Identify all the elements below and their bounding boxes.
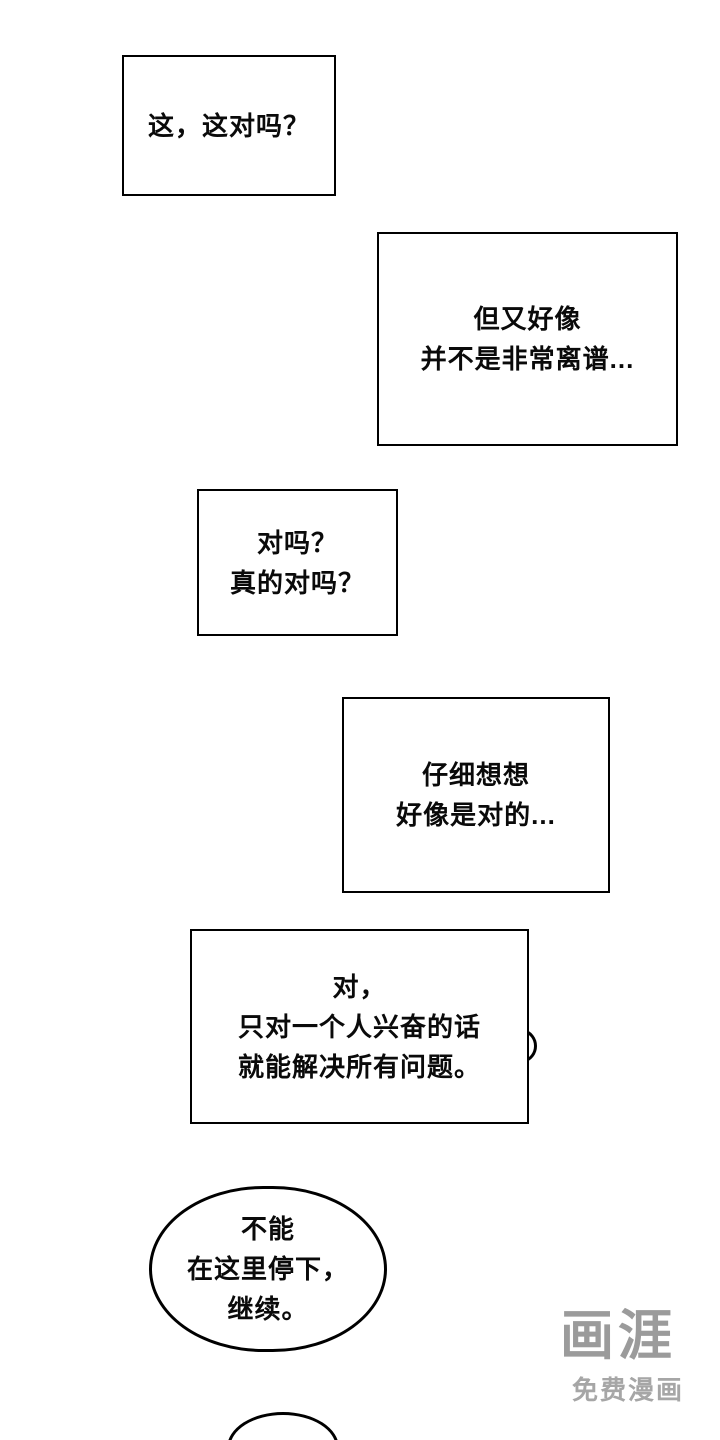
speech-text: 好像是对的... xyxy=(396,800,556,830)
speech-text: 这，这对吗？ xyxy=(147,110,310,141)
speech-text: 不能 xyxy=(240,1214,295,1244)
speech-text: 仔细想想 xyxy=(421,760,530,790)
speech-text: 对吗？ xyxy=(256,527,338,558)
thought-bubble: 不能 在这里停下， 继续。 xyxy=(149,1186,387,1352)
speech-box-3: 对吗？ 真的对吗？ xyxy=(197,489,398,636)
speech-box-4: 仔细想想 好像是对的... xyxy=(342,697,610,893)
speech-text: 真的对吗？ xyxy=(229,567,365,598)
watermark-logo: 画涯 xyxy=(560,1304,676,1367)
speech-text: 在这里停下， xyxy=(186,1254,349,1284)
speech-text: 对， xyxy=(332,971,387,1002)
speech-text: 只对一个人兴奋的话 xyxy=(237,1011,481,1042)
speech-box-1: 这，这对吗？ xyxy=(122,55,336,196)
speech-box-5: 对， 只对一个人兴奋的话 就能解决所有问题。 xyxy=(190,929,529,1124)
partial-bubble-bottom xyxy=(227,1412,339,1440)
speech-text: 就能解决所有问题。 xyxy=(237,1051,481,1082)
watermark-subtitle: 免费漫画 xyxy=(572,1375,685,1405)
speech-text: 并不是非常离谱... xyxy=(420,344,635,374)
watermark: 画涯 免费漫画 xyxy=(560,1306,684,1407)
speech-text: 但又好像 xyxy=(473,304,582,334)
speech-text: 继续。 xyxy=(227,1294,309,1324)
speech-box-2: 但又好像 并不是非常离谱... xyxy=(377,232,678,446)
